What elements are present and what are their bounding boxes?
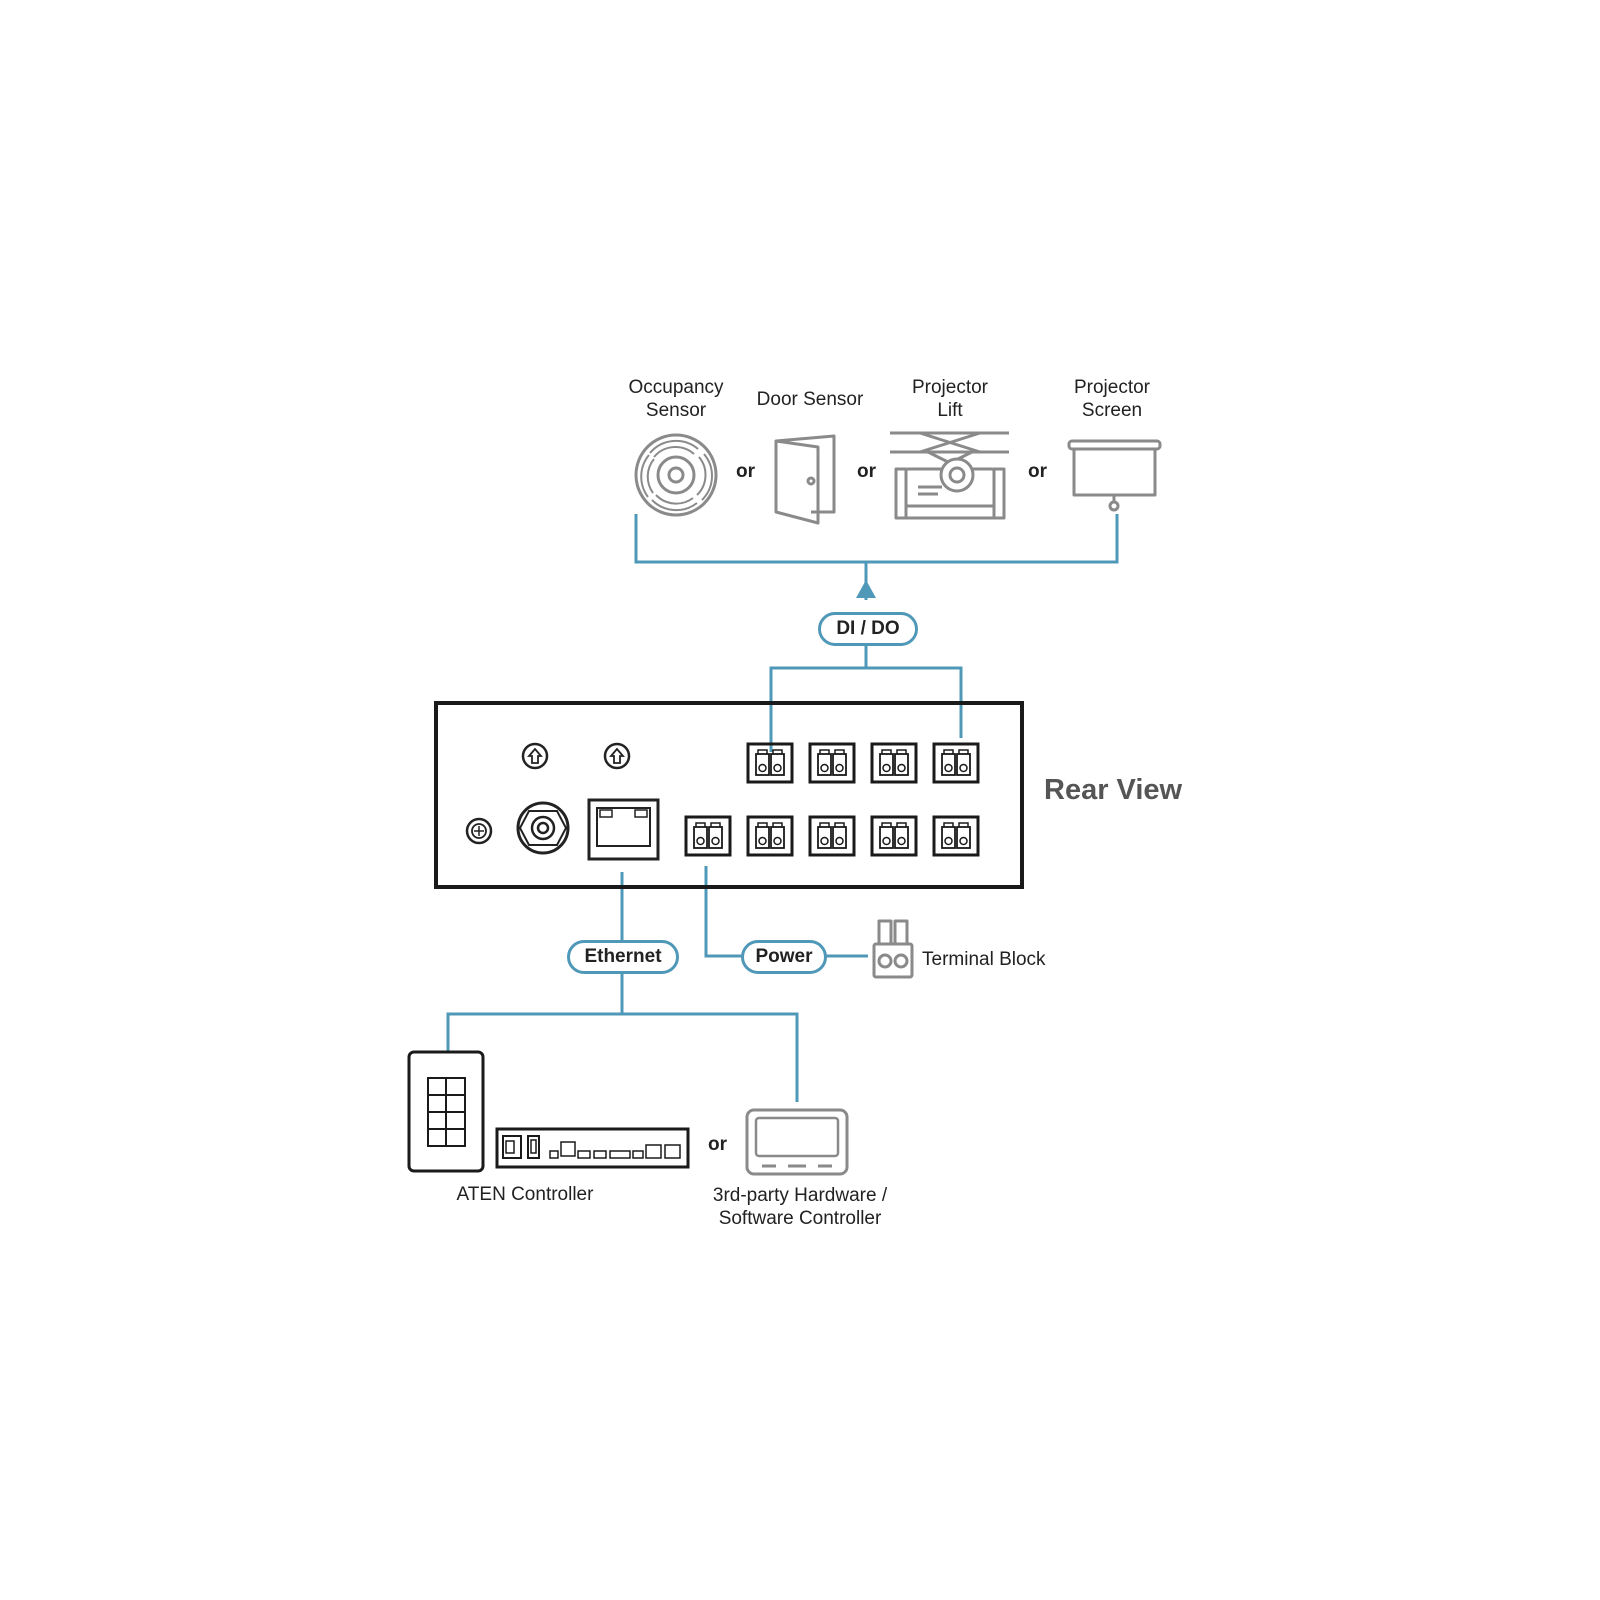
terminal-port-5 bbox=[684, 815, 732, 857]
terminal-port-7 bbox=[808, 815, 856, 857]
projector-screen-icon bbox=[1067, 439, 1162, 512]
terminal-port-2 bbox=[808, 742, 856, 784]
power-on-icon bbox=[521, 742, 549, 770]
terminal-port-6 bbox=[746, 815, 794, 857]
third-party-controller-icon bbox=[745, 1108, 849, 1176]
ethernet-port-icon bbox=[587, 798, 660, 861]
aten-controller-box-icon bbox=[495, 1127, 690, 1169]
ground-screw-icon bbox=[465, 817, 493, 845]
ethernet-branch-cable bbox=[446, 1012, 799, 1102]
rear-panel-unit bbox=[434, 701, 1024, 889]
di-do-port-cable bbox=[769, 666, 963, 752]
terminal-port-3 bbox=[870, 742, 918, 784]
terminal-block-icon bbox=[872, 919, 914, 979]
aten-keypad-icon bbox=[407, 1050, 485, 1173]
projector-lift-icon bbox=[890, 431, 1009, 520]
or-separator-2: or bbox=[857, 461, 876, 482]
terminal-port-1 bbox=[746, 742, 794, 784]
terminal-port-9 bbox=[932, 815, 980, 857]
terminal-block-label: Terminal Block bbox=[922, 949, 1046, 970]
power-on-icon-2 bbox=[603, 742, 631, 770]
cable-lines bbox=[446, 514, 1119, 1102]
di-do-terminal-ports bbox=[684, 742, 980, 857]
occupancy-sensor-label: Occupancy Sensor bbox=[628, 377, 724, 421]
up-arrow-icon bbox=[856, 580, 876, 598]
rear-view-label: Rear View bbox=[1044, 774, 1183, 806]
third-party-controller-label: 3rd-party Hardware / Software Controller bbox=[712, 1185, 888, 1229]
or-separator-1: or bbox=[736, 461, 755, 482]
door-sensor-label: Door Sensor bbox=[756, 389, 864, 410]
ethernet-pill: Ethernet bbox=[567, 940, 679, 974]
power-pill: Power bbox=[741, 940, 827, 974]
unit-chassis bbox=[434, 701, 1024, 889]
dc-jack-icon bbox=[516, 801, 570, 855]
power-left-cable bbox=[704, 866, 743, 958]
projector-lift-label: Projector Lift bbox=[911, 377, 989, 421]
door-sensor-icon bbox=[774, 434, 836, 525]
di-do-pill: DI / DO bbox=[818, 612, 918, 646]
di-do-bus-cable bbox=[634, 514, 1119, 564]
terminal-port-8 bbox=[870, 815, 918, 857]
terminal-port-4 bbox=[932, 742, 980, 784]
projector-screen-label: Projector Screen bbox=[1073, 377, 1151, 421]
aten-controller-label: ATEN Controller bbox=[456, 1184, 594, 1205]
occupancy-sensor-icon bbox=[634, 433, 718, 517]
or-separator-4: or bbox=[708, 1134, 727, 1155]
or-separator-3: or bbox=[1028, 461, 1047, 482]
